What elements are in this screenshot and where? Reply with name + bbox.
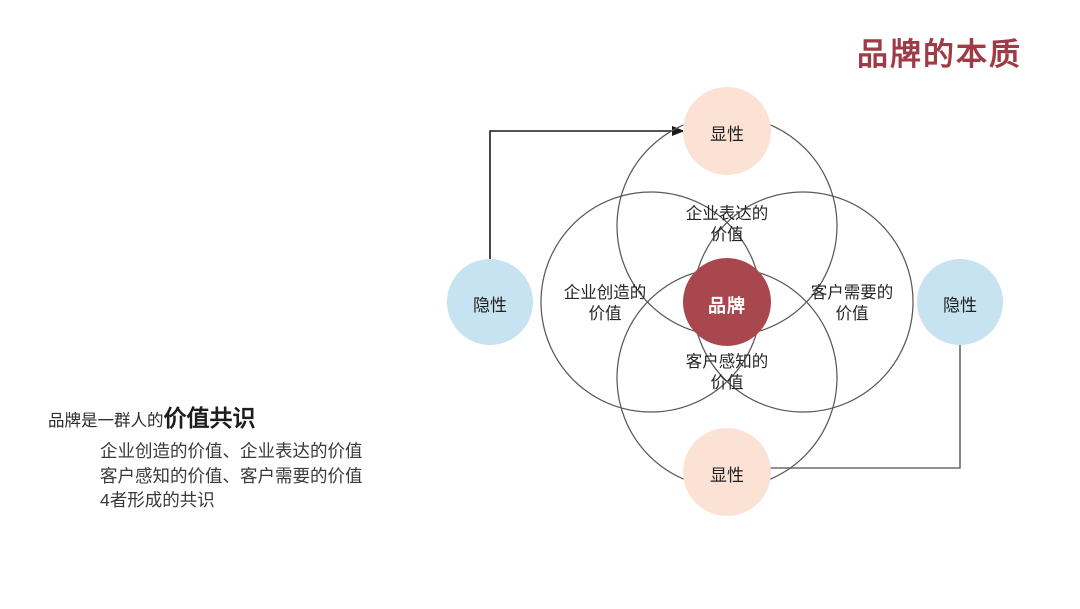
node-circle-top	[683, 87, 771, 175]
detail-lines: 企业创造的价值、企业表达的价值 客户感知的价值、客户需要的价值 4者形成的共识	[100, 439, 363, 514]
detail-line: 4者形成的共识	[100, 490, 215, 511]
node-circle-left	[447, 259, 533, 345]
left-text-block: 品牌是一群人的 价值共识 企业创造的价值、企业表达的价值 客户感知的价值、客户需…	[48, 404, 363, 513]
connector-bottom-to-right-path	[768, 311, 966, 469]
diagram-vector-layer	[447, 87, 1003, 516]
node-circle-bottom	[683, 428, 771, 516]
detail-line: 企业创造的价值、企业表达的价值	[100, 440, 363, 461]
node-circle-right	[917, 259, 1003, 345]
lead-line: 品牌是一群人的 价值共识	[48, 404, 363, 433]
center-circle-brand	[683, 258, 771, 346]
detail-line: 客户感知的价值、客户需要的价值	[100, 465, 363, 486]
venn-diagram: 企业创造的 价值 企业表达的 价值 客户需要的 价值 客户感知的 价值 显性 显…	[430, 78, 1050, 528]
page-title: 品牌的本质	[857, 37, 1022, 72]
connector-left-to-top-path	[489, 125, 685, 304]
lead-prefix-text: 品牌是一群人的	[48, 412, 164, 430]
lead-emphasis-text: 价值共识	[163, 405, 256, 431]
